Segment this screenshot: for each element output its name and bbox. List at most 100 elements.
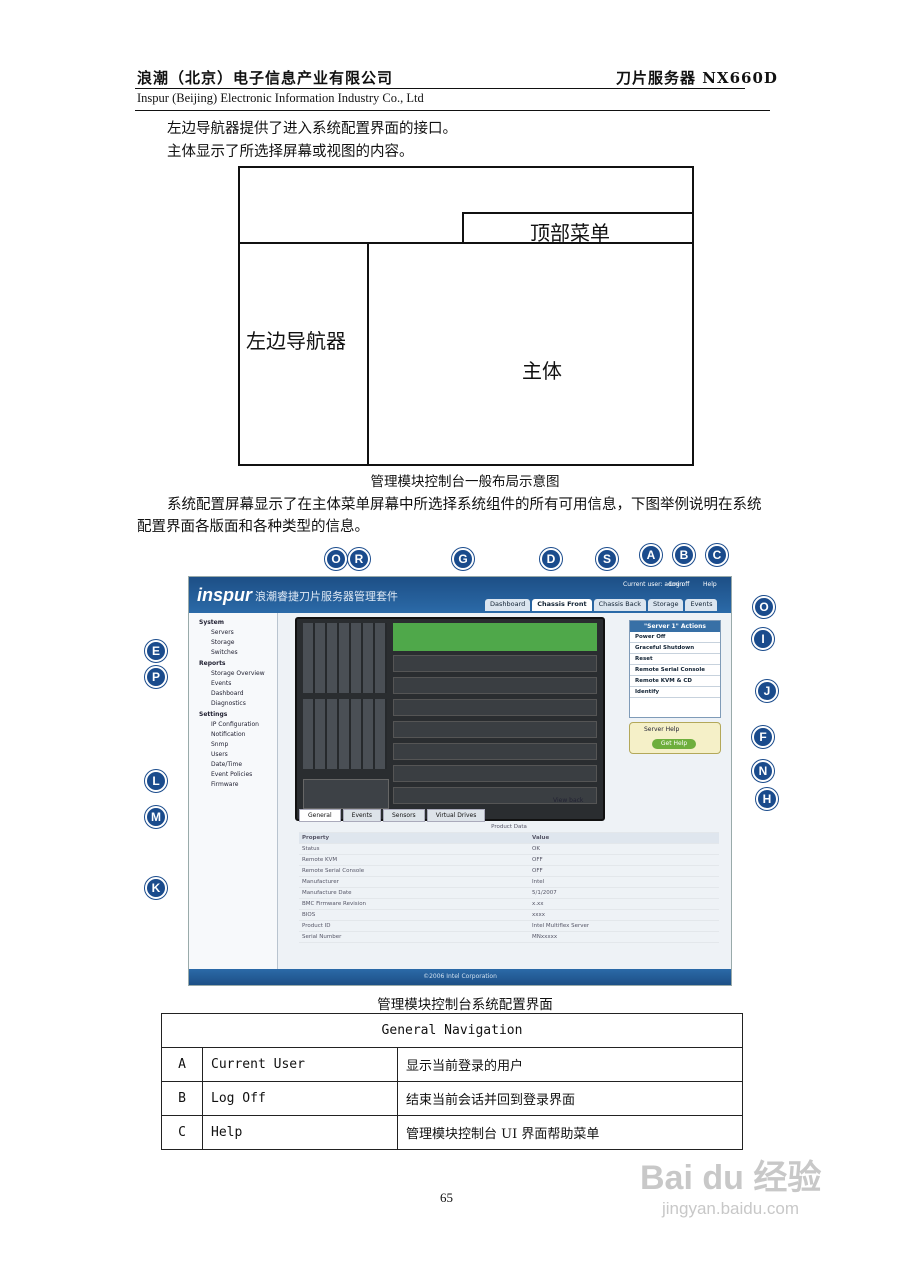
top-menu-label: 顶部菜单: [530, 221, 610, 245]
tab-events[interactable]: Events: [685, 599, 718, 611]
intro-line-1: 左边导航器提供了进入系统配置界面的接口。: [167, 121, 457, 137]
property-cell: Remote Serial Console: [302, 868, 365, 874]
action-remote-kvm-cd[interactable]: Remote KVM & CD: [630, 676, 720, 687]
row-desc: 显示当前登录的用户: [397, 1047, 743, 1082]
storage-module[interactable]: [303, 779, 389, 809]
tab-dashboard[interactable]: Dashboard: [485, 599, 531, 611]
value-cell: 5/1/2007: [532, 890, 557, 896]
nav-events[interactable]: Events: [211, 680, 232, 687]
table-row: A Current User 显示当前登录的用户: [161, 1047, 743, 1082]
action-power-off[interactable]: Power Off: [630, 632, 720, 643]
nav-system[interactable]: System: [199, 619, 224, 626]
server-actions-panel: "Server 1" Actions Power Off Graceful Sh…: [629, 620, 721, 718]
blade-slot[interactable]: [393, 743, 597, 760]
value-cell: OK: [532, 846, 540, 852]
nav-users[interactable]: Users: [211, 751, 228, 758]
callout-a: A: [640, 544, 662, 566]
nav-snmp[interactable]: Snmp: [211, 741, 229, 748]
tab-general[interactable]: General: [299, 809, 341, 822]
nav-servers[interactable]: Servers: [211, 629, 234, 636]
drive-bay-lower[interactable]: [303, 699, 387, 769]
description-paragraph: 系统配置屏幕显示了在主体菜单屏幕中所选择系统组件的所有可用信息，下图举例说明在系…: [137, 497, 762, 535]
callout-f: F: [752, 726, 774, 748]
blade-slot[interactable]: [393, 765, 597, 782]
tab-chassis-front[interactable]: Chassis Front: [532, 599, 592, 611]
nav-ip-configuration[interactable]: IP Configuration: [211, 721, 259, 728]
property-cell: BMC Firmware Revision: [302, 901, 367, 907]
tab-chassis-back[interactable]: Chassis Back: [593, 599, 647, 611]
value-cell: OFF: [532, 868, 543, 874]
diagram-outer: [238, 166, 694, 466]
row-item: Current User: [202, 1047, 398, 1082]
nav-notification[interactable]: Notification: [211, 731, 246, 738]
nav-switches[interactable]: Switches: [211, 649, 238, 656]
action-graceful-shutdown[interactable]: Graceful Shutdown: [630, 643, 720, 654]
panel-tabs: General Events Sensors Virtual Drives: [299, 809, 486, 822]
actions-title: "Server 1" Actions: [630, 621, 720, 632]
nav-dashboard[interactable]: Dashboard: [211, 690, 244, 697]
blade-slot[interactable]: [393, 787, 597, 804]
nav-reports[interactable]: Reports: [199, 660, 226, 667]
value-cell: MNxxxxx: [532, 934, 558, 940]
server-help-box: Server Help Get Help: [629, 722, 721, 754]
nav-firmware[interactable]: Firmware: [211, 781, 239, 788]
blade-slot[interactable]: [393, 655, 597, 672]
callout-e: E: [145, 640, 167, 662]
callout-c: C: [706, 544, 728, 566]
callout-o: O: [753, 596, 775, 618]
watermark-brand: Bai du 经验: [640, 1159, 822, 1197]
callout-b: B: [673, 544, 695, 566]
row-key: A: [161, 1047, 203, 1082]
blade-slot[interactable]: [393, 699, 597, 716]
selected-blade[interactable]: [393, 623, 597, 651]
tab-virtual-drives[interactable]: Virtual Drives: [426, 809, 486, 822]
page-number: 65: [440, 1190, 453, 1205]
general-navigation-table: General Navigation A Current User 显示当前登录…: [161, 1013, 743, 1150]
callout-d: D: [540, 548, 562, 570]
get-help-button[interactable]: Get Help: [652, 739, 696, 749]
nav-storage[interactable]: Storage: [211, 639, 235, 646]
view-back-link[interactable]: View back: [553, 797, 584, 804]
callout-g: G: [452, 548, 474, 570]
property-cell: Manufacture Date: [302, 890, 352, 896]
table-row: Status OK: [299, 844, 719, 855]
nav-event-policies[interactable]: Event Policies: [211, 771, 253, 778]
tab-events-panel[interactable]: Events: [342, 809, 381, 822]
blade-slot[interactable]: [393, 677, 597, 694]
current-user: Current user: admin: [623, 581, 684, 588]
action-reset[interactable]: Reset: [630, 654, 720, 665]
col-value: Value: [532, 835, 550, 841]
callout-m: M: [145, 806, 167, 828]
diagram-divider: [238, 242, 692, 244]
server-help-label: Server Help: [644, 726, 680, 733]
tab-storage[interactable]: Storage: [648, 599, 684, 611]
table-row: B Log Off 结束当前会话并回到登录界面: [161, 1081, 743, 1116]
intro-line-2: 主体显示了所选择屏幕或视图的内容。: [167, 144, 414, 160]
nav-settings[interactable]: Settings: [199, 711, 228, 718]
action-remote-serial-console[interactable]: Remote Serial Console: [630, 665, 720, 676]
watermark-url: jingyan.baidu.com: [662, 1199, 800, 1218]
blade-slot[interactable]: [393, 721, 597, 738]
log-off-link[interactable]: Log off: [669, 581, 690, 588]
screenshot-caption: 管理模块控制台系统配置界面: [377, 997, 553, 1013]
console-tabs: Dashboard Chassis Front Chassis Back Sto…: [485, 599, 718, 611]
console-footer: ©2006 Intel Corporation: [189, 969, 731, 985]
help-link[interactable]: Help: [703, 581, 717, 588]
property-cell: Status: [302, 846, 320, 852]
drive-bay-upper[interactable]: [303, 623, 387, 693]
tab-sensors[interactable]: Sensors: [382, 809, 425, 822]
value-cell: x.xx: [532, 901, 544, 907]
nav-date-time[interactable]: Date/Time: [211, 761, 243, 768]
row-desc: 结束当前会话并回到登录界面: [397, 1081, 743, 1116]
nav-storage-overview[interactable]: Storage Overview: [211, 670, 265, 677]
chassis-front-image[interactable]: [295, 617, 605, 821]
action-identify[interactable]: Identify: [630, 687, 720, 698]
table-row: C Help 管理模块控制台 UI 界面帮助菜单: [161, 1115, 743, 1150]
nav-diagnostics[interactable]: Diagnostics: [211, 700, 246, 707]
